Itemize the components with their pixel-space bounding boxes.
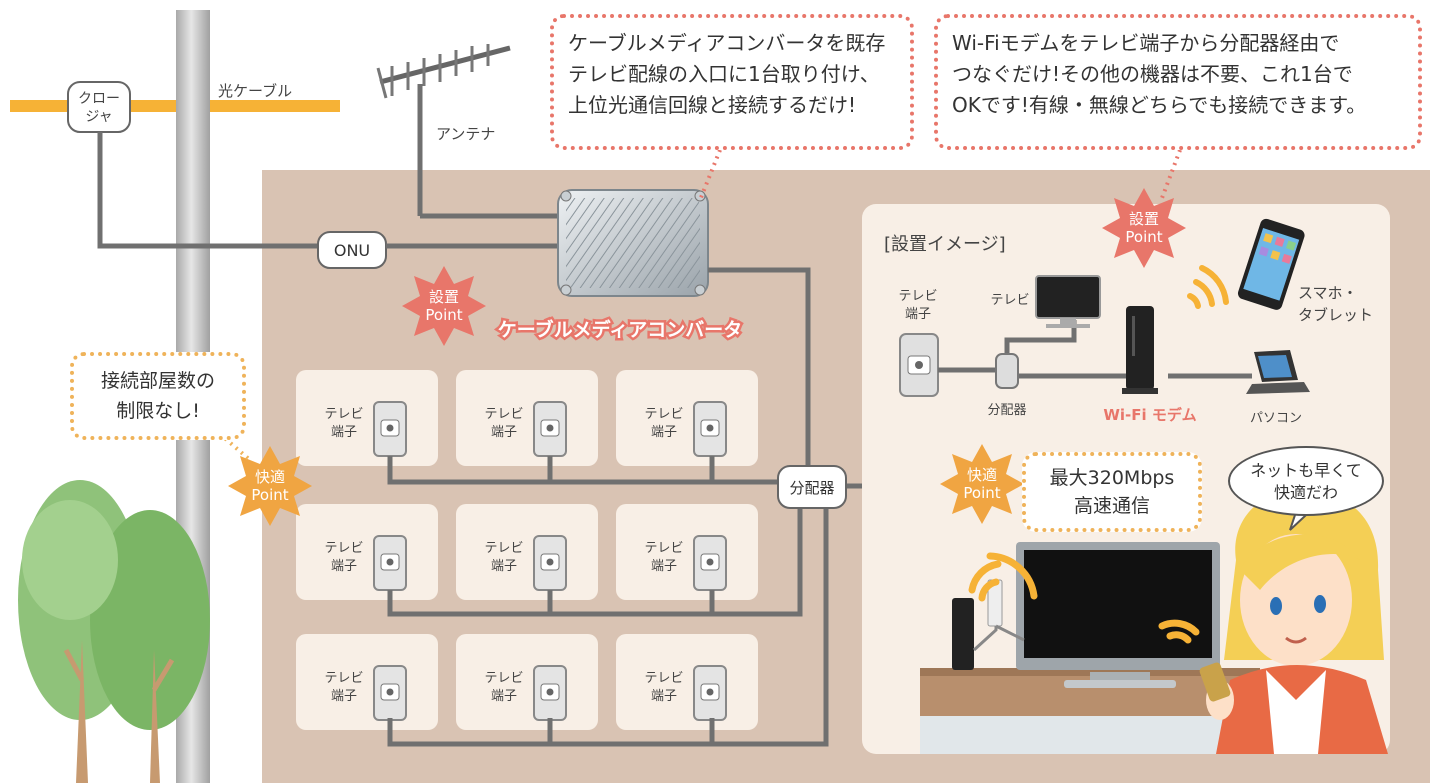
room-outlet-label: テレビ [324,541,363,556]
laptop-icon [1246,350,1310,394]
room-tile: テレビ端子 [296,504,438,600]
converter-callout: ケーブルメディアコンバータを既存 テレビ配線の入口に1台取り付け、 上位光通信回… [550,14,914,150]
room-outlet-label: 端子 [491,425,517,440]
trees [18,480,210,783]
room-outlet-label: 端子 [491,559,517,574]
main-splitter-label: 分配器 [789,479,834,497]
room-outlet-label: 端子 [331,689,357,704]
svg-text:Point: Point [963,484,1000,502]
room-outlet-label: テレビ [484,671,523,686]
fiber-drop-line [97,132,318,249]
room-outlet-label: 端子 [651,689,677,704]
smartphone-icon [1237,218,1305,310]
onu-box [317,231,387,269]
woman-character [1199,490,1388,754]
room-tile: テレビ端子 [616,504,758,600]
converter-callout-pointer [698,149,722,201]
room-tile: テレビ端子 [616,634,758,730]
converter-callout-text: ケーブルメディアコンバータを既存 テレビ配線の入口に1台取り付け、 上位光通信回… [568,31,886,117]
speed-callout-line-1: 最大320Mbps [1049,467,1175,489]
room-outlet-label: テレビ [484,407,523,422]
svg-text:快適: 快適 [255,468,285,486]
room-outlet-label: テレビ [644,407,683,422]
room-wifi-waves [968,552,1200,644]
panel-tv-outlet [899,333,939,397]
speed-callout: 最大320Mbps 高速通信 [1022,452,1202,532]
svg-text:設置: 設置 [429,288,459,306]
room-outlet-label: テレビ [324,407,363,422]
speed-callout-line-2: 高速通信 [1073,495,1150,517]
room-tile: テレビ端子 [456,504,598,600]
modem-callout-text: Wi-Fiモデムをテレビ端子から分配器経由で つなぐだけ!その他の機器は不要、こ… [952,31,1367,117]
comfort-point-badge: 快適 Point [228,446,312,526]
antenna-label: アンテナ [436,125,495,143]
svg-text:Point: Point [425,306,462,324]
room-outlet-label: 端子 [491,689,517,704]
antenna [376,44,511,216]
room-outlet-label: テレビ [484,541,523,556]
setup-point-badge: 設置 Point [402,266,486,346]
panel-splitter [995,353,1019,389]
cable-media-converter [557,189,709,297]
room-tile: テレビ端子 [616,370,758,466]
rooms-callout: 接続部屋数の 制限なし! [70,352,246,440]
svg-text:Point: Point [1125,228,1162,246]
room-tile: テレビ端子 [296,370,438,466]
modem-callout-pointer [1160,149,1182,199]
onu-label: ONU [334,241,370,260]
panel-splitter-label: 分配器 [987,403,1026,418]
phone-label-2: タブレット [1298,306,1373,324]
modem-callout: Wi-Fiモデムをテレビ端子から分配器経由で つなぐだけ!その他の機器は不要、こ… [934,14,1422,150]
room-wiring [387,390,921,747]
room-outlet-label: 端子 [331,425,357,440]
room-tile: テレビ端子 [456,634,598,730]
modem-setup-point-badge: 設置 Point [1102,188,1186,268]
panel-wiring [938,320,1252,379]
svg-text:Point: Point [251,486,288,504]
room-outlet-label: テレビ [644,671,683,686]
svg-text:快適: 快適 [967,466,997,484]
converter-splitter-line [708,267,811,470]
svg-text:設置: 設置 [1129,210,1159,228]
room-tile: テレビ端子 [296,634,438,730]
phone-label-1: スマホ・ [1298,284,1358,302]
speech-text: ネットも早くて 快適だわ [1250,461,1362,502]
panel-outlet-label-1: テレビ [898,289,937,304]
pc-label: パソコン [1250,411,1302,426]
modem-wifi-waves [1187,265,1229,309]
main-splitter [777,465,847,509]
closure-label: クロージャ [78,91,120,125]
converter-label: ケーブルメディアコンバータ [498,318,743,341]
room-tile: テレビ端子 [456,370,598,466]
rooms: テレビ端子テレビ端子テレビ端子テレビ端子テレビ端子テレビ端子テレビ端子テレビ端子… [296,370,758,730]
room-outlet-label: テレビ [324,671,363,686]
rooms-callout-text: 接続部屋数の 制限なし! [100,370,215,422]
panel-tv-icon [1035,275,1101,328]
speech-bubble: ネットも早くて 快適だわ [1228,446,1384,516]
fiber-cable [10,100,340,112]
room-outlet-label: テレビ [644,541,683,556]
speed-comfort-point-badge: 快適 Point [940,444,1024,524]
panel-outlet-label-2: 端子 [905,307,931,322]
wifi-modem-icon [1122,306,1158,394]
room-outlet-label: 端子 [331,559,357,574]
room-outlet-label: 端子 [651,425,677,440]
room-outlet-label: 端子 [651,559,677,574]
fiber-label: 光ケーブル [218,82,292,100]
install-title: [設置イメージ] [884,234,1006,255]
panel-tv-label: テレビ [990,293,1029,308]
modem-label: Wi-Fi モデム [1103,406,1196,424]
